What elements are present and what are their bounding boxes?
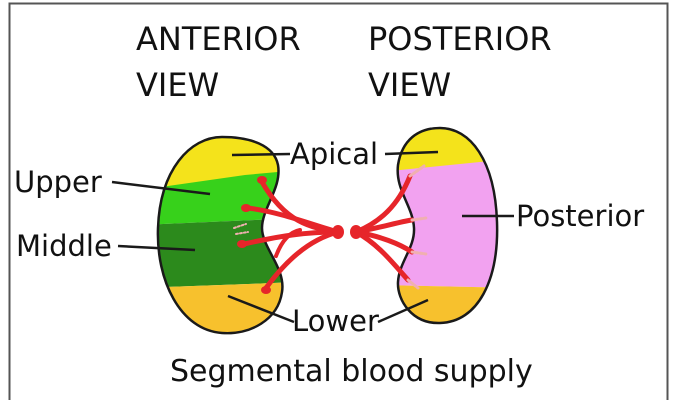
middle-label: Middle <box>16 229 112 263</box>
posterior-apical-segment <box>380 110 520 172</box>
diagram-caption: Segmental blood supply <box>170 354 533 389</box>
upper-label: Upper <box>14 165 102 199</box>
posterior-label: Posterior <box>516 199 644 233</box>
posterior-heading-view: VIEW <box>368 66 451 104</box>
posterior-kidney <box>380 110 520 340</box>
apical-label: Apical <box>290 137 378 171</box>
anterior-heading: ANTERIOR <box>136 20 301 58</box>
lower-label: Lower <box>292 304 379 338</box>
anterior-heading-view: VIEW <box>136 66 219 104</box>
apical-leader-anterior <box>232 154 290 155</box>
posterior-heading: POSTERIOR <box>368 20 552 58</box>
anterior-lower-segment <box>140 282 300 345</box>
